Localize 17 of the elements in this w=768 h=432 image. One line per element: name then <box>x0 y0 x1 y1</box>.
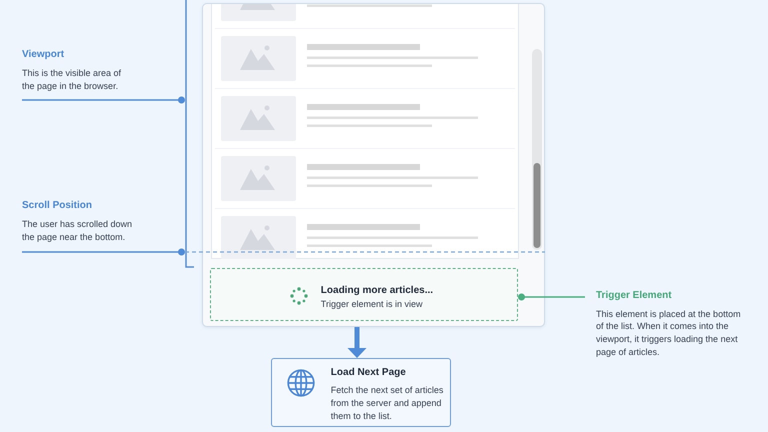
card-text: Fetch the next set of articles from the server and append them to the list. <box>330 384 444 424</box>
annotation-text: The user has scrolled down the page near the bottom. <box>22 218 134 244</box>
leader-line <box>22 96 185 104</box>
leader-line <box>518 294 585 300</box>
annotation-text: This element is placed at the bottom of the list. When it comes into the viewport, it triggers loading the next page of articles. <box>596 308 742 359</box>
status-title: Loading more articles... <box>320 284 434 297</box>
annotation-title: Scroll Position <box>22 200 92 212</box>
arrow <box>348 327 366 358</box>
leader-line <box>22 248 185 256</box>
annotation-text: This is the visible area of the page in the browser. <box>22 66 122 92</box>
card-title: Load Next Page <box>330 366 406 379</box>
annotation-title: Trigger Element <box>596 290 672 302</box>
status-text: Trigger element is in view <box>320 298 424 312</box>
annotation-title: Viewport <box>22 49 64 61</box>
page-panel <box>202 3 545 327</box>
process-box <box>271 358 451 427</box>
trigger-box <box>210 268 518 321</box>
